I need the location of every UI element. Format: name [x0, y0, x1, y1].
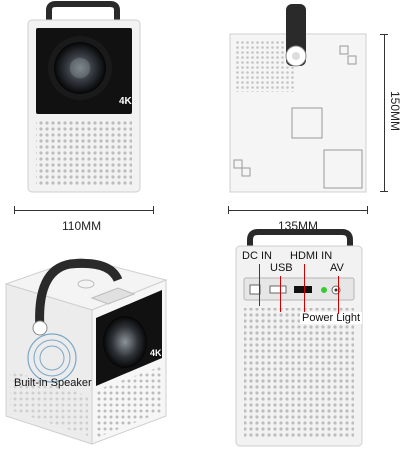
arrow-dc-in — [259, 264, 260, 306]
perspective-view: 4K Built-in Speaker — [0, 240, 180, 450]
port-hdmi-in-label: HDMI IN — [290, 250, 333, 262]
rear-view-illustration — [235, 229, 363, 447]
handle — [46, 1, 120, 30]
height-dimension: 150MM — [380, 34, 410, 192]
arrow-av — [338, 276, 339, 314]
arrow-hdmi — [304, 264, 305, 312]
arrow-usb — [280, 276, 281, 312]
front-view-illustration — [27, 1, 141, 193]
badge-4k: 4K — [119, 96, 132, 107]
width-label: 110MM — [62, 219, 102, 233]
power-light-label: Power Light — [300, 312, 363, 324]
top-view — [220, 0, 370, 200]
perspective-illustration — [4, 257, 168, 445]
port-usb-label: USB — [270, 262, 293, 274]
badge-4k-perspective: 4K — [150, 348, 162, 358]
front-view: 4K — [14, 0, 154, 200]
speaker-label: Built-in Speaker — [14, 377, 92, 389]
top-view-illustration — [229, 4, 367, 193]
rear-view: DC IN USB HDMI IN AV Power Light — [230, 228, 370, 450]
port-dc-in-label: DC IN — [242, 250, 272, 262]
height-label: 150MM — [388, 90, 402, 131]
width-dimension: 110MM — [14, 206, 154, 236]
port-av-label: AV — [330, 262, 344, 274]
